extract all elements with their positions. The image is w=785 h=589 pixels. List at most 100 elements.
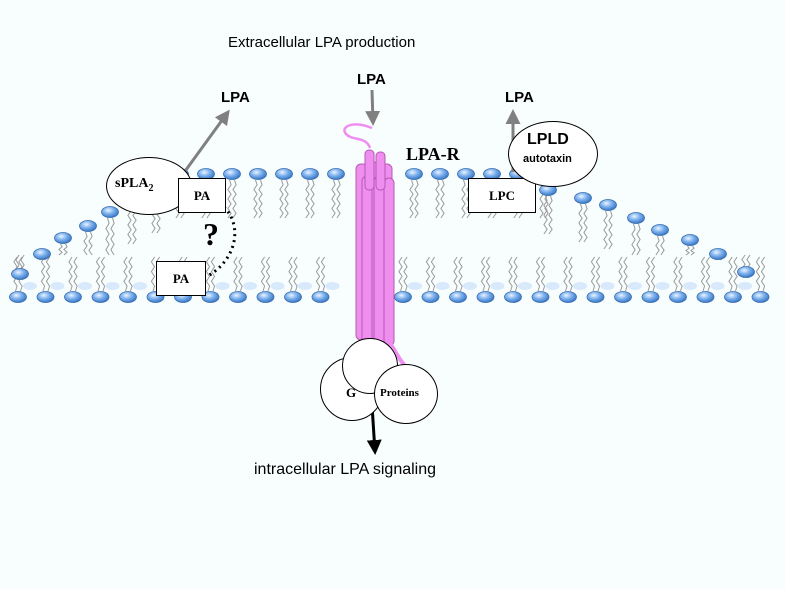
lipid-head-inner — [229, 291, 247, 303]
lipid-head-inner-back — [408, 282, 422, 290]
lipid-tail — [88, 231, 93, 256]
lipid-tail — [284, 179, 289, 219]
lipid-head-outer — [275, 168, 293, 180]
lipid-head-outer — [574, 192, 592, 204]
lipid-head-inner-back — [298, 282, 312, 290]
lipid-tail — [336, 179, 341, 219]
lpa-label-right: LPA — [505, 89, 534, 106]
lipid-head-inner-back — [23, 282, 37, 290]
lipid-tail — [409, 179, 414, 219]
lipid-tail — [595, 256, 601, 292]
lipid-tail — [453, 256, 458, 292]
lipid-head-inner-back — [105, 282, 120, 290]
lipid-head-outer — [709, 248, 727, 260]
lipid-tail — [578, 203, 583, 243]
lipid-tail — [435, 179, 440, 219]
lipid-tail — [568, 256, 573, 292]
lipid-tail — [233, 256, 238, 292]
lipid-tail — [95, 256, 101, 292]
lipid-tail — [636, 223, 641, 256]
lipid-tail — [150, 256, 156, 292]
lipid-tail — [315, 256, 321, 292]
autotaxin-label: autotaxin — [523, 153, 572, 165]
lipid-head-outer — [627, 212, 645, 224]
lipid-tail — [127, 205, 132, 245]
lipid-tail — [733, 256, 738, 292]
lipid-tail — [403, 256, 408, 292]
question-mark: ? — [203, 216, 219, 252]
lipid-head-outer — [101, 206, 119, 218]
lipid-tail — [700, 256, 706, 292]
lpa-label-center: LPA — [357, 71, 386, 88]
lipid-tail — [655, 235, 660, 256]
lipid-tail — [293, 256, 298, 292]
lipid-head-outer — [651, 224, 669, 236]
lipid-tail — [540, 256, 546, 292]
lipid-head-inner-back — [133, 282, 147, 290]
lipid-head-inner-back — [435, 282, 450, 290]
lipid-tail — [583, 203, 588, 243]
lipid-head-inner — [256, 291, 275, 303]
arrow-lpa-to-receptor — [365, 89, 381, 126]
lipid-tail — [232, 179, 237, 219]
lipid-head-inner — [449, 291, 467, 303]
lipid-head-outer — [327, 168, 345, 180]
lipid-tail — [513, 256, 518, 292]
lipid-tail — [608, 210, 613, 250]
lipid-tail — [685, 245, 690, 256]
lipid-head-inner — [91, 291, 110, 303]
lipid-head-outer — [33, 248, 51, 260]
lpc-box: LPC — [468, 178, 536, 213]
lipid-head-inner — [201, 291, 220, 303]
proteins-label: Proteins — [380, 387, 419, 399]
diagram-title: Extracellular LPA production — [228, 34, 416, 51]
lipid-tail — [45, 256, 51, 292]
lipid-head-inner-back — [600, 282, 615, 290]
lipid-tail — [480, 256, 486, 292]
lipid-tail — [414, 179, 419, 219]
lipid-tail — [205, 256, 211, 292]
lipid-head-inner-back — [573, 282, 587, 290]
lipid-tail — [430, 256, 436, 292]
lipid-tail — [68, 256, 73, 292]
lipid-head-inner-back — [628, 282, 642, 290]
lipid-head-outer — [79, 220, 97, 232]
lipid-tail — [603, 210, 608, 250]
lipid-head-inner — [36, 291, 55, 303]
lipid-head-inner — [476, 291, 495, 303]
lipid-head-inner — [586, 291, 605, 303]
spla2-enzyme — [106, 157, 192, 215]
spla2-label-main: sPLA — [115, 176, 149, 191]
lipid-head-outer — [223, 168, 241, 180]
lipid-head-outer — [249, 168, 267, 180]
pa-flip-flop-arc — [207, 205, 237, 278]
lipid-tail — [535, 256, 541, 292]
lipid-tail — [650, 256, 656, 292]
lipid-head-inner — [504, 291, 522, 303]
lipid-tail — [548, 195, 553, 235]
lipid-head-inner — [311, 291, 330, 303]
lipid-tail — [40, 256, 46, 292]
lipid-head-inner — [284, 291, 302, 303]
lipid-head-inner-back — [78, 282, 92, 290]
lipid-tail — [590, 256, 596, 292]
lipid-head-inner — [696, 291, 715, 303]
lipid-tail — [623, 256, 628, 292]
lipid-tail — [63, 243, 68, 256]
lipid-head-outer — [301, 168, 319, 180]
lipid-tail — [563, 256, 568, 292]
lipid-head-inner-back — [325, 282, 340, 290]
lipid-tail — [461, 179, 466, 219]
receptor-label: LPA-R — [406, 144, 460, 164]
lpa-label-left: LPA — [221, 89, 250, 106]
lipid-tail — [288, 256, 293, 292]
lipid-tail — [440, 179, 445, 219]
lipid-head-inner-back — [683, 282, 697, 290]
lpld-label: LPLD — [527, 131, 569, 148]
lipid-tail — [279, 179, 284, 219]
lipid-tail — [110, 217, 115, 256]
lipid-head-outer — [431, 168, 449, 180]
lipid-head-inner-back — [215, 282, 230, 290]
lipid-tail — [100, 256, 106, 292]
